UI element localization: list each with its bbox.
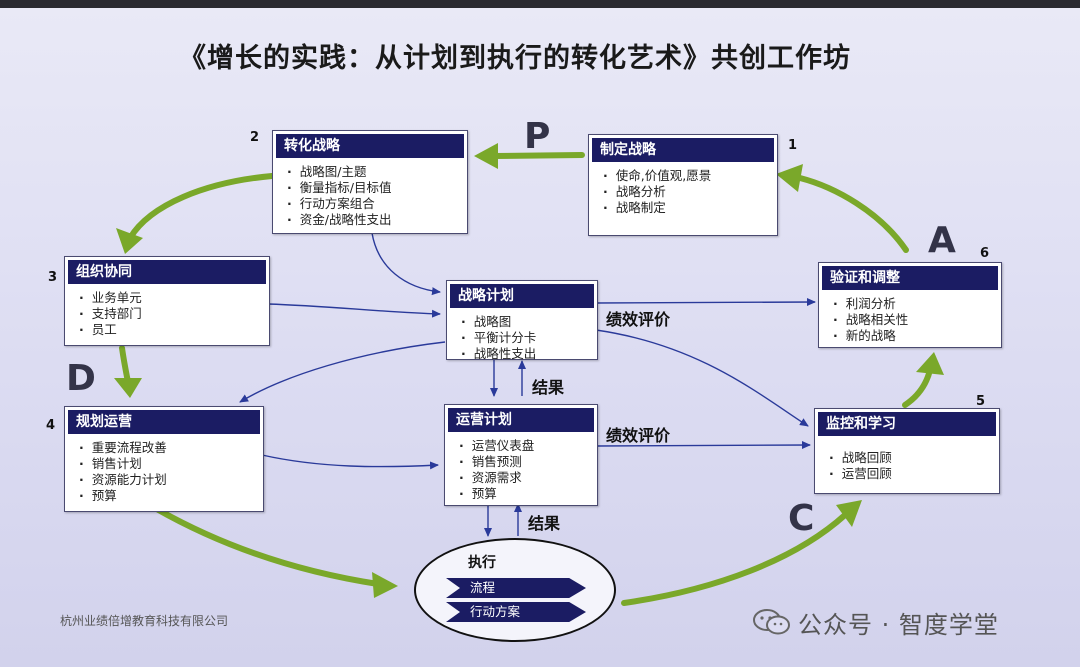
list-item: 运营回顾 xyxy=(829,466,999,482)
green-arrowhead-p xyxy=(474,143,498,169)
arrow-align-to-strategic-plan xyxy=(267,303,441,318)
list-item: 业务单元 xyxy=(79,290,269,306)
label-performance-evaluation-2: 绩效评价 xyxy=(606,426,671,445)
green-arrow-exec-5 xyxy=(621,512,848,606)
green-arrow-p xyxy=(491,152,585,159)
list-item: 利润分析 xyxy=(833,296,1001,312)
box-monitor-and-learn: 监控和学习 战略回顾 运营回顾 xyxy=(814,408,1000,494)
label-results-2: 结果 xyxy=(528,514,561,533)
arrow-plan-ops-to-operating-plan xyxy=(261,454,439,470)
letter-p: P xyxy=(524,116,551,157)
list-item: 员工 xyxy=(79,322,269,338)
execution-chevron-process: 流程 xyxy=(446,578,586,598)
green-arrowhead-6-1 xyxy=(776,164,803,192)
green-arrowhead-3-4 xyxy=(114,378,142,398)
list-item: 战略回顾 xyxy=(829,450,999,466)
box-operating-plan-title: 运营计划 xyxy=(448,408,594,432)
green-arrowhead-2-3 xyxy=(116,228,143,254)
box-plan-operations: 规划运营 重要流程改善 销售计划 资源能力计划 预算 xyxy=(64,406,264,512)
list-item: 预算 xyxy=(79,488,263,504)
step-number-3: 3 xyxy=(48,270,58,285)
list-item: 资金/战略性支出 xyxy=(287,212,467,228)
box-monitor-and-learn-title: 监控和学习 xyxy=(818,412,996,436)
box-translate-strategy: 转化战略 战略图/主题 衡量指标/目标值 行动方案组合 资金/战略性支出 xyxy=(272,130,468,234)
label-performance-evaluation-1: 绩效评价 xyxy=(606,310,671,329)
step-number-6: 6 xyxy=(980,246,990,261)
green-arrow-6-1 xyxy=(797,175,909,253)
green-arrow-5-6 xyxy=(902,367,933,408)
green-arrow-3-4 xyxy=(119,345,131,385)
list-item: 预算 xyxy=(459,486,597,502)
list-item: 销售计划 xyxy=(79,456,263,472)
step-number-1: 1 xyxy=(788,138,798,153)
footer-company-name: 杭州业绩倍增教育科技有限公司 xyxy=(60,614,229,628)
arrow-strategic-plan-to-test xyxy=(595,298,816,307)
box-organizational-alignment-title: 组织协同 xyxy=(68,260,266,284)
green-arrow-4-exec xyxy=(152,505,381,587)
label-results-1: 结果 xyxy=(532,378,565,397)
arrow-strategic-plan-to-monitor xyxy=(595,329,809,427)
arrow-operating-plan-to-monitor xyxy=(596,441,811,450)
box-test-and-adapt-title: 验证和调整 xyxy=(822,266,998,290)
execution-title: 执行 xyxy=(468,555,496,571)
box-strategic-plan: 战略计划 战略图 平衡计分卡 战略性支出 xyxy=(446,280,598,362)
arrow-strategic-plan-to-plan-ops xyxy=(239,341,446,403)
list-item: 资源能力计划 xyxy=(79,472,263,488)
box-plan-operations-title: 规划运营 xyxy=(68,410,260,434)
green-arrowhead-5-6 xyxy=(916,352,944,375)
box-formulate-strategy-title: 制定战略 xyxy=(592,138,774,162)
box-operating-plan: 运营计划 运营仪表盘 销售预测 资源需求 预算 xyxy=(444,404,598,506)
letter-a: A xyxy=(928,220,956,261)
step-number-2: 2 xyxy=(250,130,260,145)
step-number-5: 5 xyxy=(976,394,986,409)
box-translate-strategy-title: 转化战略 xyxy=(276,134,464,158)
green-arrow-2-3 xyxy=(127,173,275,241)
wechat-icon xyxy=(753,609,790,635)
box-test-and-adapt: 验证和调整 利润分析 战略相关性 新的战略 xyxy=(818,262,1002,348)
arrow-translate-to-strategic-plan xyxy=(371,232,441,296)
list-item: 战略性支出 xyxy=(461,346,597,362)
box-organizational-alignment: 组织协同 业务单元 支持部门 员工 xyxy=(64,256,270,346)
list-item: 新的战略 xyxy=(833,328,1001,344)
green-arrowhead-exec-5 xyxy=(836,500,862,527)
box-strategic-plan-title: 战略计划 xyxy=(450,284,594,308)
step-number-4: 4 xyxy=(46,418,56,433)
box-formulate-strategy: 制定战略 使命,价值观,愿景 战略分析 战略制定 xyxy=(588,134,778,236)
execution-ellipse: 执行 流程 行动方案 xyxy=(414,538,616,642)
list-item: 使命,价值观,愿景 xyxy=(603,168,777,184)
page-title: 《增长的实践：从计划到执行的转化艺术》共创工作坊 xyxy=(179,43,851,74)
list-item: 衡量指标/目标值 xyxy=(287,180,467,196)
watermark-text: 公众号 · 智度学堂 xyxy=(798,611,999,639)
letter-c: C xyxy=(788,498,815,539)
list-item: 销售预测 xyxy=(459,454,597,470)
list-item: 支持部门 xyxy=(79,306,269,322)
green-arrowhead-4-exec xyxy=(372,572,398,598)
list-item: 战略制定 xyxy=(603,200,777,216)
list-item: 战略分析 xyxy=(603,184,777,200)
list-item: 行动方案组合 xyxy=(287,196,467,212)
list-item: 重要流程改善 xyxy=(79,440,263,456)
letter-d: D xyxy=(66,358,96,399)
list-item: 运营仪表盘 xyxy=(459,438,597,454)
execution-chevron-initiatives: 行动方案 xyxy=(446,602,586,622)
list-item: 平衡计分卡 xyxy=(461,330,597,346)
list-item: 战略图/主题 xyxy=(287,164,467,180)
list-item: 战略相关性 xyxy=(833,312,1001,328)
list-item: 战略图 xyxy=(461,314,597,330)
list-item: 资源需求 xyxy=(459,470,597,486)
